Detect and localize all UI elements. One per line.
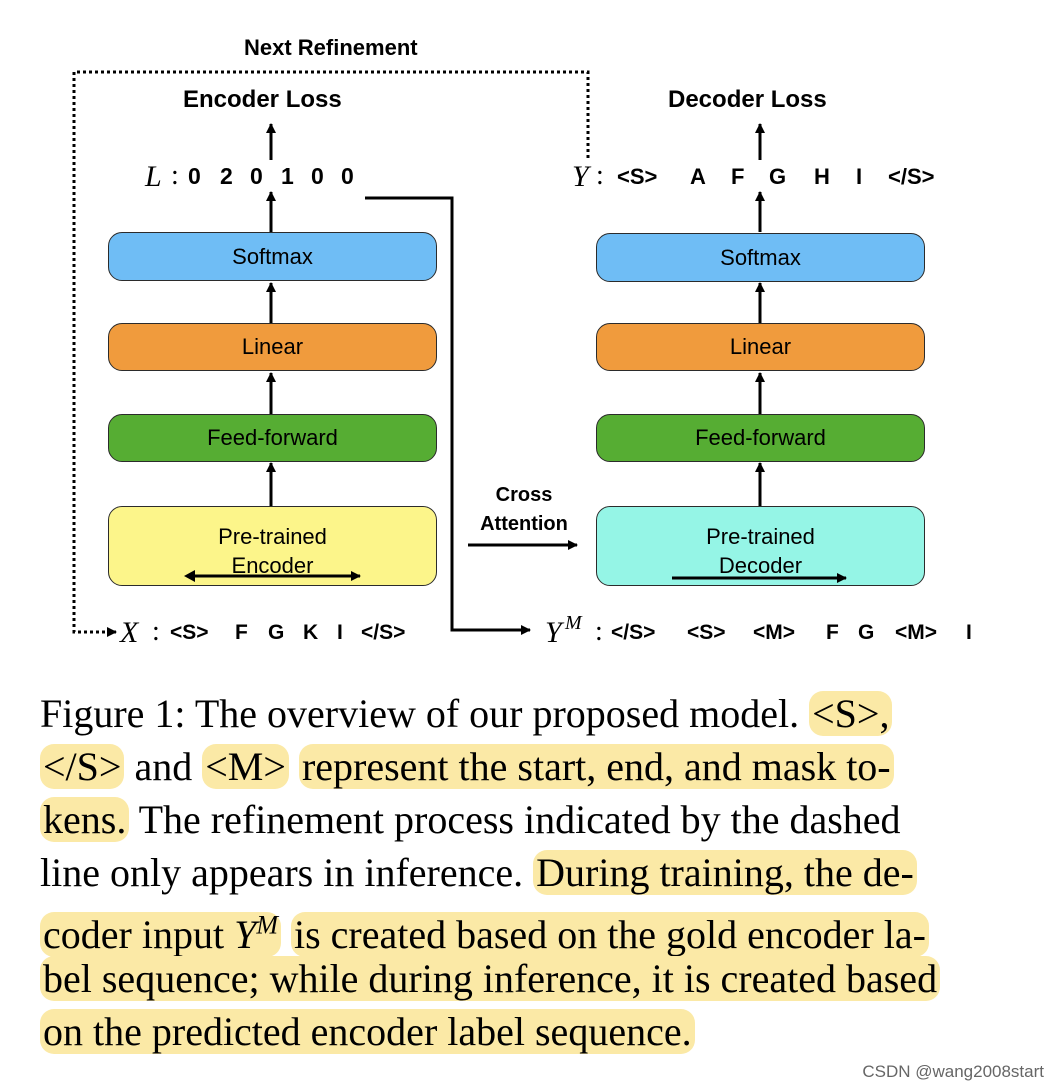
pretrained-decoder-block: Pre-trained Decoder: [596, 506, 925, 586]
Y-token: H: [814, 164, 830, 189]
pretrained-encoder-line1: Pre-trained: [218, 524, 327, 549]
encoder-linear-block: Linear: [108, 323, 437, 371]
caption-line-3: kens. The refinement process indicated b…: [40, 793, 1020, 846]
caption-line-5: coder input YM is created based on the g…: [40, 899, 1020, 961]
caption-highlight: During training, the de-: [533, 850, 917, 895]
Y-token: A: [690, 164, 706, 189]
Y-token: G: [769, 164, 787, 189]
caption-line-2: </S> and <M> represent the start, end, a…: [40, 740, 1020, 793]
caption-line-7: on the predicted encoder label sequence.: [40, 1005, 1020, 1058]
X-token: F: [235, 621, 248, 644]
caption-highlight: <M>: [202, 744, 289, 789]
caption-line-1: Figure 1: The overview of our proposed m…: [40, 687, 1020, 740]
X-separator: :: [152, 616, 160, 647]
Y-token: I: [856, 164, 863, 189]
caption-highlight: on the predicted encoder label sequence.: [40, 1009, 695, 1054]
X-symbol: X: [120, 616, 139, 649]
L-separator: :: [171, 160, 179, 191]
caption-line-4: line only appears in inference. During t…: [40, 846, 1020, 899]
next-refinement-label: Next Refinement: [244, 35, 418, 60]
caption-highlight: coder input YM: [40, 911, 281, 958]
YM-token: F: [826, 621, 839, 644]
caption-highlight: is created based on the gold encoder la-: [290, 912, 929, 958]
YM-superscript: M: [565, 612, 582, 634]
L-symbol: L: [145, 160, 162, 193]
caption-text: line only appears in inference.: [40, 850, 524, 895]
YM-separator: :: [595, 616, 603, 647]
Y-token: </S>: [888, 164, 935, 189]
caption-text: coder input: [43, 912, 225, 958]
pretrained-encoder-block: Pre-trained Encoder: [108, 506, 437, 586]
YM-token: G: [858, 621, 875, 644]
refinement-dashed-line: [72, 70, 590, 637]
L-token: 0: [188, 163, 201, 189]
L-to-YM-arrow: [365, 196, 531, 635]
Y-token: F: [731, 164, 745, 189]
Y-symbol: Y: [572, 160, 589, 193]
YM-token: <M>: [895, 621, 938, 644]
YM-symbol: Y: [545, 616, 562, 649]
caption-highlight: </S>: [40, 744, 125, 789]
caption-highlight: represent the start, end, and mask to-: [298, 744, 894, 789]
YM-token: I: [966, 621, 972, 644]
YM-token: <S>: [687, 621, 726, 644]
encoder-bidirectional-arrow-left-head: [184, 570, 195, 582]
decoder-linear-block: Linear: [596, 323, 925, 371]
caption-symbol-Y: Y: [234, 912, 257, 958]
YM-token: <M>: [753, 621, 796, 644]
caption-highlight: bel sequence; while during inference, it…: [40, 956, 941, 1001]
pretrained-encoder-line2: Encoder: [231, 553, 314, 578]
decoder-loss-label: Decoder Loss: [668, 86, 827, 113]
caption-text: The refinement process indicated by the …: [138, 797, 901, 842]
X-token: <S>: [170, 621, 209, 644]
caption-highlight: kens.: [40, 797, 130, 842]
caption-highlight: <S>,: [809, 691, 893, 736]
caption-line-6: bel sequence; while during inference, it…: [40, 952, 1020, 1005]
X-token: G: [268, 621, 285, 644]
YM-token: </S>: [611, 621, 656, 644]
Y-separator: :: [596, 160, 604, 191]
decoder-softmax-block: Softmax: [596, 233, 925, 282]
Y-token: <S>: [617, 164, 658, 189]
watermark: CSDN @wang2008start: [862, 1062, 1044, 1081]
L-token: 0: [250, 163, 263, 189]
caption-text: Figure 1: The overview of our proposed m…: [40, 691, 800, 736]
L-token: 0: [311, 163, 324, 189]
inner-block-arrows: [184, 570, 847, 583]
L-token: 2: [220, 163, 233, 189]
X-token: </S>: [361, 621, 406, 644]
pretrained-decoder-line2: Decoder: [718, 553, 803, 578]
L-token: 0: [341, 163, 354, 189]
L-token: 1: [281, 163, 294, 189]
pretrained-decoder-line1: Pre-trained: [706, 524, 815, 549]
encoder-softmax-block: Softmax: [108, 232, 437, 281]
caption-superscript-M: M: [256, 911, 278, 940]
X-token: K: [303, 621, 319, 644]
caption-text: and: [134, 744, 193, 789]
encoder-loss-label: Encoder Loss: [183, 86, 342, 113]
cross-attention-label: Cross Attention: [480, 484, 568, 535]
X-token: I: [337, 621, 343, 644]
encoder-feedforward-block: Feed-forward: [108, 414, 437, 462]
decoder-feedforward-block: Feed-forward: [596, 414, 925, 462]
